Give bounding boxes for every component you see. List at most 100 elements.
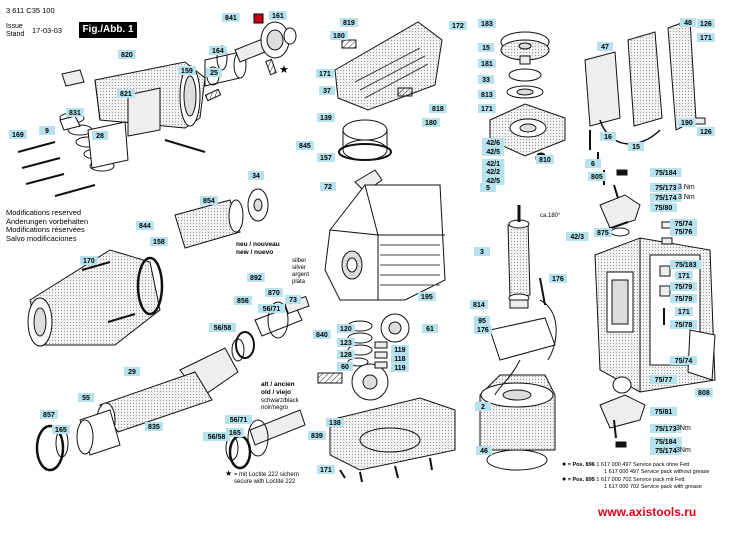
part-label: 164 bbox=[212, 48, 224, 55]
variant-new-line: neu / nouveau bbox=[236, 241, 280, 248]
part-label-box bbox=[337, 362, 353, 371]
part-label: 16 bbox=[604, 134, 612, 141]
part-label-box bbox=[117, 89, 135, 98]
variant-old-line: old / viejo bbox=[261, 388, 291, 396]
material-line: silver bbox=[292, 265, 307, 271]
part-label: 42/1 bbox=[486, 161, 500, 168]
part-label-box bbox=[670, 294, 697, 303]
part-label-box bbox=[337, 324, 355, 333]
part-label: 171 bbox=[678, 309, 690, 316]
part-label-box bbox=[549, 274, 567, 283]
part-label: 157 bbox=[320, 155, 332, 162]
issue-label: Issue bbox=[6, 23, 23, 30]
part-label-box bbox=[449, 21, 467, 30]
part-label-box bbox=[650, 424, 682, 433]
part-label-box bbox=[145, 422, 163, 431]
part-label: 75/80 bbox=[655, 205, 673, 212]
part-label-box bbox=[124, 367, 140, 376]
part-label-box bbox=[697, 127, 715, 136]
tool-holder-assembly bbox=[17, 21, 297, 197]
part-label: 75/174 bbox=[655, 448, 677, 455]
angle-label: ca.180° bbox=[540, 213, 561, 219]
part-label-box bbox=[317, 113, 335, 122]
part-label: 892 bbox=[250, 275, 262, 282]
part-label: 840 bbox=[316, 332, 328, 339]
loctite-line: secure with Loctite 222 bbox=[234, 479, 296, 485]
part-label-box bbox=[566, 232, 589, 241]
part-label: 75/81 bbox=[655, 409, 673, 416]
part-label-box bbox=[78, 393, 94, 402]
part-label: 95 bbox=[478, 318, 486, 325]
modifications-line: Modifications réservées bbox=[6, 225, 85, 234]
part-label-box bbox=[150, 237, 168, 246]
part-label: 3 bbox=[480, 249, 484, 256]
part-label: 813 bbox=[481, 92, 493, 99]
part-label: 875 bbox=[597, 230, 609, 237]
part-label: 37 bbox=[323, 88, 331, 95]
part-label-box bbox=[478, 104, 496, 113]
part-label: 870 bbox=[268, 290, 280, 297]
motor-assembly bbox=[479, 31, 566, 471]
part-label-box bbox=[650, 183, 682, 192]
part-label: 841 bbox=[225, 15, 237, 22]
part-label: 854 bbox=[203, 198, 215, 205]
part-label: 171 bbox=[678, 273, 690, 280]
part-label-box bbox=[478, 90, 496, 99]
modifications-line: Salvo modificaciones bbox=[6, 233, 77, 243]
service-pack-legend: ● = Pos. 896 1 617 000 497 Service pack … bbox=[562, 461, 710, 491]
part-label-box bbox=[650, 203, 677, 212]
part-label-box bbox=[650, 375, 677, 384]
part-label-box bbox=[650, 437, 682, 446]
part-label: 810 bbox=[539, 157, 551, 164]
part-label-box bbox=[234, 296, 252, 305]
part-label: 25 bbox=[210, 70, 218, 77]
part-label-box bbox=[52, 425, 70, 434]
part-label-box bbox=[597, 42, 613, 51]
part-label: 75/74 bbox=[675, 221, 693, 228]
part-label-box bbox=[600, 132, 616, 141]
part-label: 190 bbox=[681, 120, 693, 127]
variant-old-line: alt / ancien bbox=[261, 381, 295, 388]
part-label-box bbox=[470, 300, 488, 309]
part-label: 46 bbox=[480, 448, 488, 455]
torque-label: 3 Nm bbox=[678, 184, 695, 191]
variant-old-material: schwarz/black noir/negro bbox=[261, 398, 299, 412]
part-label: 820 bbox=[121, 52, 133, 59]
part-label: 169 bbox=[12, 132, 24, 139]
part-label: 170 bbox=[83, 258, 95, 265]
part-label: 128 bbox=[340, 352, 352, 359]
material-line: argent bbox=[292, 272, 310, 278]
part-label-box bbox=[40, 410, 58, 419]
part-label: 2 bbox=[481, 404, 485, 411]
part-label: 857 bbox=[43, 412, 55, 419]
watermark: www.axistools.ru bbox=[598, 505, 697, 519]
part-label-box bbox=[650, 168, 682, 177]
part-label: 165 bbox=[229, 430, 241, 437]
variant-new-label: neu / nouveau new / nuevo bbox=[236, 241, 280, 256]
part-label-box bbox=[178, 66, 196, 75]
part-label-box bbox=[697, 33, 715, 42]
part-label: 176 bbox=[477, 327, 489, 334]
part-label-box bbox=[475, 402, 491, 411]
part-label: 42/6 bbox=[486, 140, 500, 147]
part-label-box bbox=[209, 46, 227, 55]
part-label-box bbox=[474, 325, 492, 334]
part-label: 75/74 bbox=[675, 358, 693, 365]
service-pack-row: ● = Pos. 896 1 617 000 497 Service pack … bbox=[562, 461, 690, 468]
part-label: 34 bbox=[252, 173, 260, 180]
part-label-box bbox=[670, 260, 702, 269]
part-label-box bbox=[482, 138, 505, 147]
part-label-box bbox=[697, 19, 715, 28]
part-label: 5 bbox=[486, 185, 490, 192]
part-label-box bbox=[226, 428, 244, 437]
part-label: 176 bbox=[552, 276, 564, 283]
part-label-box bbox=[258, 304, 285, 313]
part-label-box bbox=[480, 183, 496, 192]
part-label-box bbox=[92, 131, 108, 140]
part-label-box bbox=[588, 172, 606, 181]
part-label-box bbox=[247, 273, 265, 282]
part-label-box bbox=[66, 108, 84, 117]
part-label: 75/79 bbox=[675, 284, 693, 291]
part-label-box bbox=[80, 256, 98, 265]
material-line: plata bbox=[292, 279, 306, 285]
